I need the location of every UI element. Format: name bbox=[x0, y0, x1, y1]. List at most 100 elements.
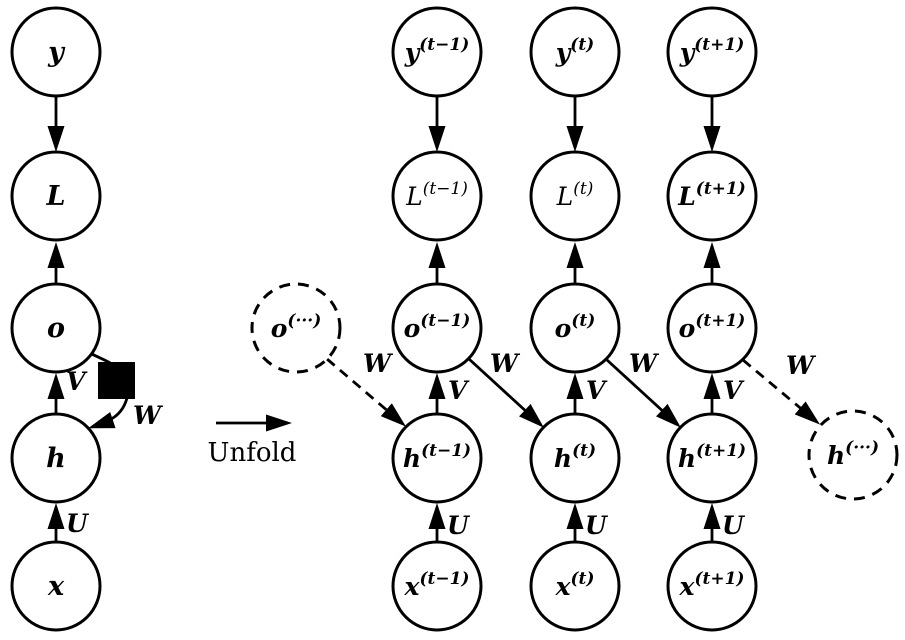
weight-label-v: V bbox=[586, 376, 608, 405]
weight-label-w-ghost-left: W bbox=[363, 349, 394, 378]
folded-node-loss bbox=[10, 150, 102, 242]
weight-label-u: U bbox=[585, 511, 609, 540]
label-sup: (t−1) bbox=[419, 569, 469, 589]
weight-label-v: V bbox=[448, 376, 470, 405]
folded-node-hidden bbox=[10, 412, 102, 504]
unfolded-graph: W W W W o(···) h(···) y(t−1) L(t−1) o(t−… bbox=[250, 6, 899, 632]
folded-label-target: y bbox=[47, 37, 66, 68]
label-output: o(t+1) bbox=[679, 311, 746, 343]
label-output: o(t) bbox=[555, 311, 596, 343]
label-sup: (t+1) bbox=[696, 441, 746, 461]
weight-label-w-ghost-right: W bbox=[786, 351, 817, 380]
label-input: x(t+1) bbox=[679, 569, 745, 601]
label-sup: (t) bbox=[570, 569, 594, 589]
node-output bbox=[529, 282, 621, 374]
folded-node-output bbox=[10, 282, 102, 374]
label-target: y(t+1) bbox=[679, 35, 745, 67]
label-base: x bbox=[555, 572, 572, 601]
label-loss: L(t−1) bbox=[405, 179, 468, 211]
label-sup: (t) bbox=[572, 441, 596, 461]
node-hidden bbox=[529, 412, 621, 504]
label-sup: (t) bbox=[570, 35, 594, 55]
ghost-hidden-base: h bbox=[827, 441, 845, 470]
label-sup: (t+1) bbox=[695, 311, 745, 331]
weight-label-w-t: W bbox=[629, 349, 660, 378]
label-sup: (t−1) bbox=[423, 179, 468, 199]
unfold-caption: Unfold bbox=[208, 438, 297, 468]
weight-label-v: V bbox=[723, 376, 745, 405]
ghost-hidden-node bbox=[807, 409, 899, 501]
label-sup: (t+1) bbox=[696, 179, 746, 199]
ghost-output-node bbox=[250, 282, 342, 374]
node-input bbox=[666, 540, 758, 632]
folded-label-input: x bbox=[47, 571, 65, 602]
folded-node-target bbox=[10, 6, 102, 98]
node-input bbox=[529, 540, 621, 632]
label-base: x bbox=[404, 572, 421, 601]
recurrent-edge-t-to-t-plus-1 bbox=[606, 358, 681, 428]
label-base: h bbox=[678, 444, 696, 473]
node-output bbox=[666, 282, 758, 374]
node-output bbox=[391, 282, 483, 374]
node-target bbox=[529, 6, 621, 98]
label-sup: (t) bbox=[573, 179, 593, 199]
ghost-output-sup: (···) bbox=[287, 311, 321, 331]
label-base: L bbox=[556, 182, 574, 211]
label-hidden: h(t+1) bbox=[678, 441, 746, 473]
label-output: o(t−1) bbox=[404, 311, 471, 343]
weight-label-u: U bbox=[447, 511, 471, 540]
ghost-output-base: o bbox=[271, 314, 288, 343]
step-t-plus-1: y(t+1) L(t+1) o(t+1) h(t+1) x(t+1) V U bbox=[666, 6, 758, 632]
node-loss bbox=[666, 150, 758, 242]
label-base: h bbox=[403, 444, 421, 473]
label-base: L bbox=[405, 182, 423, 211]
node-loss bbox=[529, 150, 621, 242]
label-base: y bbox=[555, 38, 572, 67]
label-base: y bbox=[679, 38, 696, 67]
node-input bbox=[391, 540, 483, 632]
label-target: y(t) bbox=[555, 35, 594, 67]
weight-label-w: W bbox=[133, 401, 164, 430]
weight-label-v: V bbox=[66, 367, 88, 396]
unfold-annotation: Unfold bbox=[208, 414, 297, 468]
label-input: x(t−1) bbox=[404, 569, 470, 601]
label-sup: (t−1) bbox=[419, 35, 469, 55]
step-t-1: y(t−1) L(t−1) o(t−1) h(t−1) x(t−1) V U bbox=[391, 6, 483, 632]
label-sup: (t) bbox=[571, 311, 595, 331]
folded-label-output: o bbox=[47, 313, 65, 344]
label-input: x(t) bbox=[555, 569, 595, 601]
step-t: y(t) L(t) o(t) h(t) x(t) V U bbox=[529, 6, 621, 632]
delay-square-icon bbox=[98, 362, 135, 399]
label-loss: L(t) bbox=[556, 179, 594, 211]
ghost-hidden-label: h(···) bbox=[827, 438, 879, 470]
label-base: o bbox=[555, 314, 572, 343]
node-target bbox=[391, 6, 483, 98]
folded-label-loss: L bbox=[46, 181, 66, 212]
weight-label-u: U bbox=[722, 511, 746, 540]
label-base: h bbox=[554, 444, 572, 473]
label-target: y(t−1) bbox=[404, 35, 470, 67]
label-base: y bbox=[404, 38, 421, 67]
label-base: o bbox=[404, 314, 421, 343]
label-base: L bbox=[677, 182, 696, 211]
ghost-hidden-sup: (···) bbox=[845, 438, 879, 458]
label-base: x bbox=[679, 572, 696, 601]
weight-label-u: U bbox=[66, 509, 90, 538]
label-loss: L(t+1) bbox=[677, 179, 746, 211]
label-hidden: h(t−1) bbox=[403, 441, 471, 473]
label-sup: (t+1) bbox=[694, 35, 744, 55]
label-hidden: h(t) bbox=[554, 441, 596, 473]
folded-node-input bbox=[10, 540, 102, 632]
label-sup: (t+1) bbox=[694, 569, 744, 589]
node-target bbox=[666, 6, 758, 98]
recurrent-edge-t-1-to-t bbox=[468, 357, 544, 428]
weight-label-w-t-1: W bbox=[490, 349, 521, 378]
node-loss bbox=[391, 150, 483, 242]
ghost-output-label: o(···) bbox=[271, 311, 322, 343]
label-base: o bbox=[679, 314, 696, 343]
folded-label-hidden: h bbox=[46, 443, 66, 474]
node-hidden bbox=[666, 412, 758, 504]
label-sup: (t−1) bbox=[421, 441, 471, 461]
label-sup: (t−1) bbox=[420, 311, 470, 331]
